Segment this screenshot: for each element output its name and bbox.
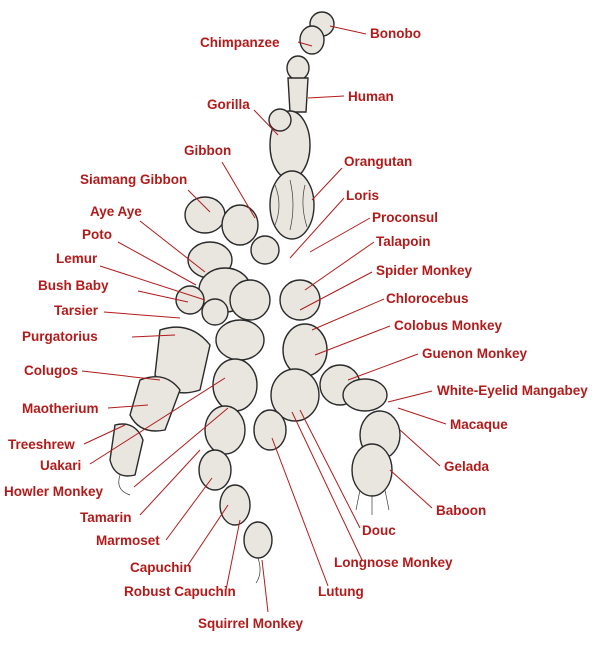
label-capuchin: Capuchin [130, 560, 192, 575]
leader-chimpanzee [297, 41, 313, 47]
label-talapoin: Talapoin [376, 234, 431, 249]
label-squirrel-monkey: Squirrel Monkey [198, 616, 304, 631]
primate-chain-artwork [109, 11, 401, 584]
leader-tamarin [139, 449, 201, 516]
label-howler-monkey: Howler Monkey [4, 484, 104, 499]
leader-talapoin [304, 241, 375, 291]
leader-siamang-gibbon [187, 189, 211, 213]
label-aye-aye: Aye Aye [90, 204, 142, 219]
new-world-monkeys-cluster [198, 319, 273, 584]
leader-guenon-monkey [347, 353, 419, 381]
leader-purgatorius [131, 334, 176, 338]
prosimian-cluster [175, 241, 271, 326]
labels: Bonobo Chimpanzee Human Gorilla Gibbon O… [4, 26, 588, 631]
label-robust-capuchin: Robust Capuchin [124, 584, 236, 599]
leader-douc [299, 409, 361, 529]
label-poto: Poto [82, 227, 112, 242]
leader-marmoset [165, 477, 213, 541]
leader-poto [117, 241, 197, 286]
leader-white-eyelid-mangabey [387, 390, 433, 403]
label-lemur: Lemur [56, 251, 98, 266]
label-proconsul: Proconsul [372, 210, 438, 225]
leader-colugos [81, 370, 161, 381]
leader-proconsul [309, 217, 371, 253]
label-gelada: Gelada [444, 459, 490, 474]
label-uakari: Uakari [40, 458, 81, 473]
label-bonobo: Bonobo [370, 26, 421, 41]
leader-treeshrew [83, 424, 126, 445]
leader-bush-baby [137, 290, 189, 303]
orangutan-figure [269, 170, 315, 240]
leader-lines [81, 25, 447, 613]
label-macaque: Macaque [450, 417, 508, 432]
leader-gibbon [221, 161, 256, 219]
label-siamang-gibbon: Siamang Gibbon [80, 172, 187, 187]
label-colugos: Colugos [24, 363, 78, 378]
label-treeshrew: Treeshrew [8, 437, 75, 452]
label-chlorocebus: Chlorocebus [386, 291, 469, 306]
old-world-monkeys-cluster [253, 279, 361, 451]
leader-tarsier [103, 311, 181, 319]
label-lutung: Lutung [318, 584, 364, 599]
label-maotherium: Maotherium [22, 401, 99, 416]
label-tamarin: Tamarin [80, 510, 132, 525]
leader-spider-monkey [299, 271, 373, 311]
leader-longnose-monkey [291, 411, 363, 561]
leader-macaque [397, 407, 447, 425]
leader-lemur [99, 265, 206, 301]
label-colobus-monkey: Colobus Monkey [394, 318, 502, 333]
maotherium-treeshrew-figures [109, 376, 181, 496]
leader-gelada [399, 429, 441, 467]
label-tarsier: Tarsier [54, 303, 99, 318]
label-human: Human [348, 89, 394, 104]
label-loris: Loris [346, 188, 379, 203]
leader-capuchin [187, 504, 229, 566]
mangabey-macaque-gelada-baboon [342, 378, 401, 515]
leader-loris [289, 197, 345, 259]
label-marmoset: Marmoset [96, 533, 160, 548]
bonobo-figure [299, 11, 335, 55]
gorilla-figure [268, 108, 311, 180]
label-longnose-monkey: Longnose Monkey [334, 555, 453, 570]
label-gorilla: Gorilla [207, 97, 250, 112]
leader-human [307, 95, 345, 99]
label-bush-baby: Bush Baby [38, 278, 109, 293]
label-white-eyelid-mangabey: White-Eyelid Mangabey [437, 383, 588, 398]
label-purgatorius: Purgatorius [22, 329, 98, 344]
leader-colobus-monkey [314, 325, 391, 356]
label-chimpanzee: Chimpanzee [200, 35, 280, 50]
leader-orangutan [311, 167, 343, 201]
label-guenon-monkey: Guenon Monkey [422, 346, 527, 361]
label-baboon: Baboon [436, 503, 486, 518]
leader-robust-capuchin [225, 519, 241, 591]
label-orangutan: Orangutan [344, 154, 412, 169]
leader-baboon [389, 469, 433, 509]
leader-gorilla [253, 109, 279, 136]
human-figure [286, 55, 310, 113]
leader-chlorocebus [311, 298, 385, 331]
label-spider-monkey: Spider Monkey [376, 263, 473, 278]
leader-squirrel-monkey [261, 559, 269, 613]
leader-howler-monkey [133, 407, 229, 488]
gibbon-siamang-figures [184, 196, 280, 265]
leader-bonobo [329, 25, 367, 35]
leader-uakari [89, 377, 226, 465]
label-gibbon: Gibbon [184, 143, 231, 158]
leader-maotherium [107, 404, 149, 409]
leader-lutung [271, 437, 329, 587]
leader-aye-aye [139, 220, 206, 273]
label-douc: Douc [362, 523, 396, 538]
